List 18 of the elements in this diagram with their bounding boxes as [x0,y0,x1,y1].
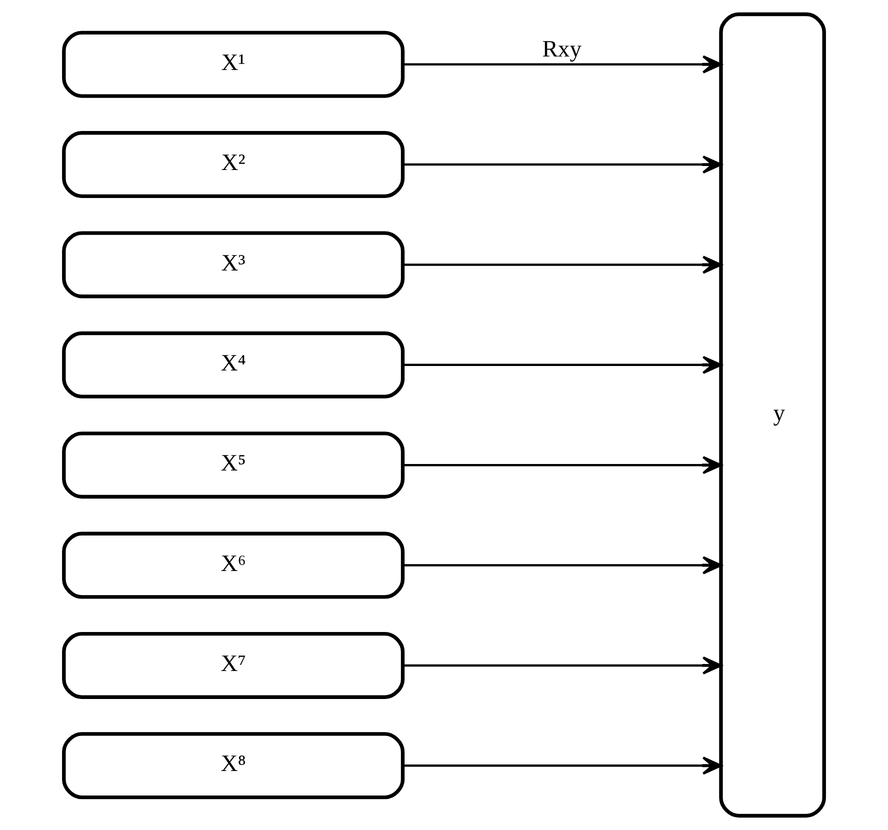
node-box: X⁶ [62,532,405,599]
node-box: X² [62,131,405,198]
node-box: X⁴ [62,331,405,398]
node-box: X⁵ [62,432,405,499]
edge-label: Rxy [542,36,582,63]
arrow [402,55,722,74]
node-box: X¹ [62,30,405,98]
arrow [402,256,722,274]
arrow [402,656,722,675]
node-box: y [719,12,826,818]
arrow [402,756,722,775]
node-box: X⁸ [62,732,405,800]
arrow [402,456,722,474]
node-box: X³ [62,231,405,298]
arrow [402,356,722,374]
arrow [402,155,722,174]
arrow [402,556,722,574]
node-box: X⁷ [62,632,405,699]
